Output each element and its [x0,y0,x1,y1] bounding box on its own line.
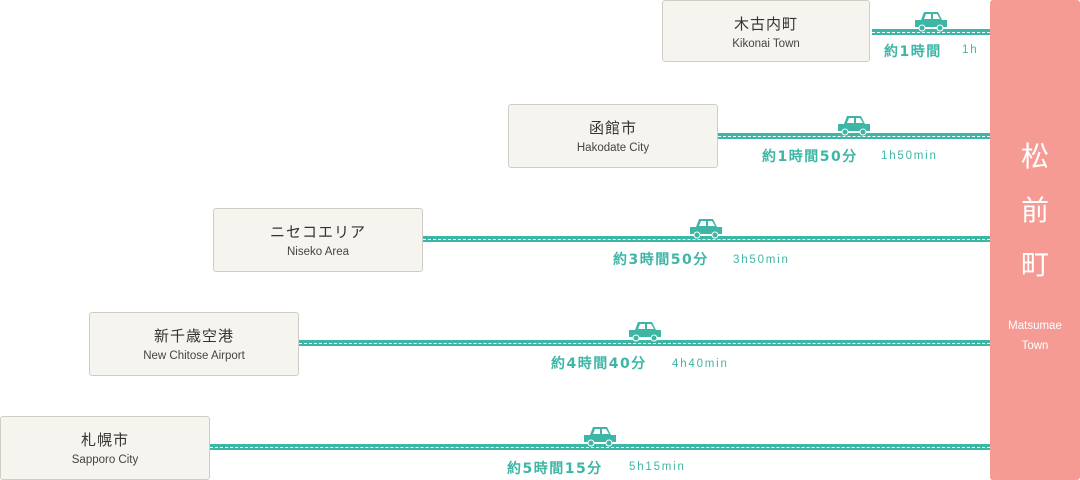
destination-name-en: Niseko Area [286,246,349,258]
town-name-en: Matsumae Town [990,316,1080,356]
route-line-kikonai [872,29,990,35]
travel-time-ja: 約5時間15分 [507,461,603,477]
travel-time-ja: 約4時間40分 [551,356,647,372]
travel-time-en: 1h [962,44,979,56]
car-icon [915,12,947,32]
destination-name-ja: 函館市 [588,119,637,137]
travel-time-en: 3h50min [733,254,790,266]
travel-time-en: 5h15min [629,461,686,473]
travel-time-en: 4h40min [672,358,729,370]
destination-name-ja: 新千歳空港 [153,327,234,345]
travel-time-ja: 約1時間50分 [762,149,858,165]
destination-name-en: Hakodate City [576,142,650,154]
destination-kikonai: 木古内町 Kikonai Town [662,0,870,62]
route-line-niseko [423,236,990,242]
town-name-ja: 松 前 町 [990,130,1080,292]
destination-name-en: Kikonai Town [732,38,800,50]
town-char: 町 [1020,248,1049,281]
travel-time-ja: 約3時間50分 [613,252,709,268]
destination-name-ja: 木古内町 [733,15,798,33]
destination-hakodate: 函館市 Hakodate City [508,104,718,168]
route-line-new-chitose [299,340,990,346]
destination-new-chitose: 新千歳空港 New Chitose Airport [89,312,299,376]
route-line-sapporo [210,444,990,450]
travel-time-en: 1h50min [881,150,938,162]
route-line-hakodate [718,133,990,139]
town-name-en-line: Matsumae [1008,320,1062,332]
car-icon [629,322,661,342]
car-icon [584,427,616,447]
car-icon [690,219,722,239]
travel-time-ja: 約1時間 [884,44,942,60]
destination-name-ja: 札幌市 [80,431,129,449]
town-name-en-line: Town [1021,340,1049,352]
car-icon [838,116,870,136]
destination-sapporo: 札幌市 Sapporo City [0,416,210,480]
matsumae-town-block: 松 前 町 Matsumae Town [990,0,1080,480]
town-char: 松 [1020,140,1049,173]
destination-niseko: ニセコエリア Niseko Area [213,208,423,272]
town-char: 前 [1020,194,1049,227]
destination-name-en: Sapporo City [71,454,139,466]
destination-name-ja: ニセコエリア [269,223,366,241]
destination-name-en: New Chitose Airport [143,350,245,362]
